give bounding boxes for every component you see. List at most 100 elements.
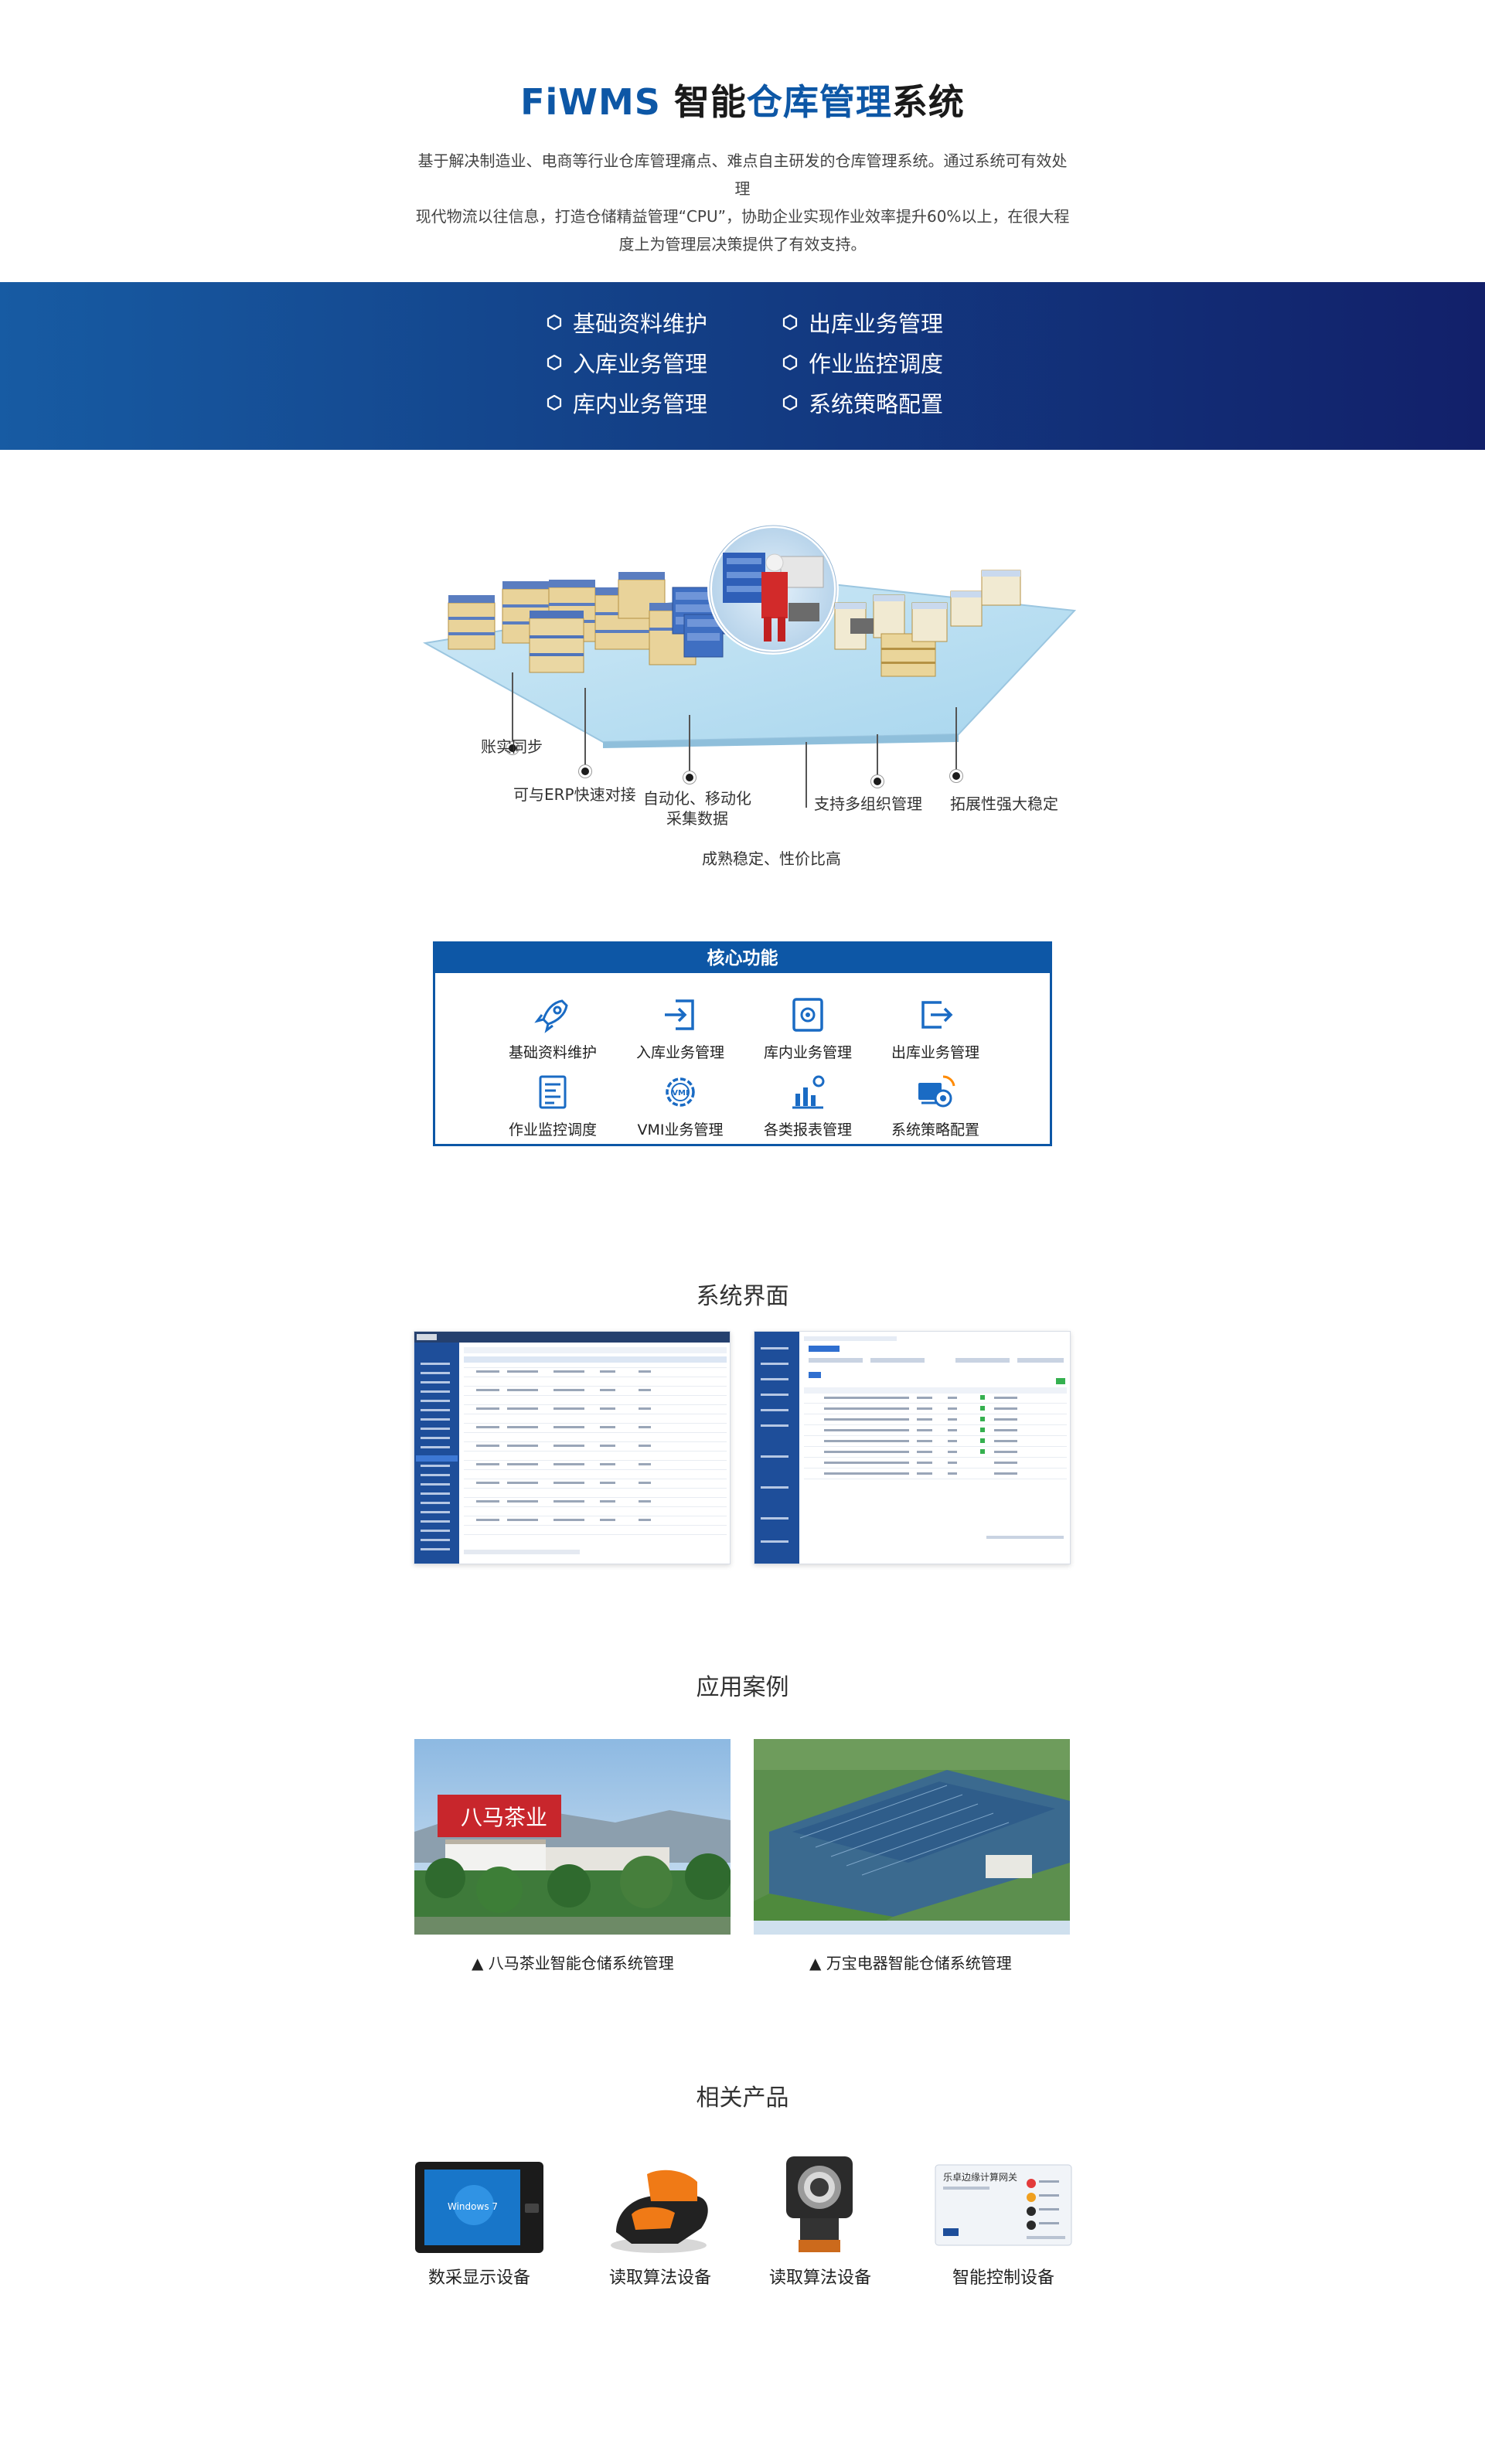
core-item-label: 出库业务管理 xyxy=(891,1044,979,1061)
callout-label: 成熟稳定、性价比高 xyxy=(702,849,841,868)
product-label: 数采显示设备 xyxy=(427,2268,530,2288)
band-column-right: 出库业务管理 作业监控调度 系统策略配置 xyxy=(782,307,943,418)
callout-dot xyxy=(506,742,519,754)
hexagon-icon xyxy=(547,395,562,410)
callout-label: 支持多组织管理 xyxy=(814,795,922,813)
band-item: 作业监控调度 xyxy=(782,347,943,378)
band-item: 出库业务管理 xyxy=(782,307,943,338)
core-item-label: VMI业务管理 xyxy=(637,1121,724,1138)
core-functions-box: 核心功能 基础资料维护 入库业务管理 库内业务管理 出库业务管理 xyxy=(433,941,1052,1146)
callout-dot xyxy=(683,771,696,784)
outbound-icon xyxy=(921,1001,953,1029)
scanner-device-drawing xyxy=(611,2170,708,2253)
case-caption-wanbao: ▲ 万宝电器智能仓储系统管理 xyxy=(809,1954,1012,1972)
windows-logo-text: Windows 7 xyxy=(448,2201,498,2212)
product-label: 读取算法设备 xyxy=(768,2268,871,2288)
title-highlight: 仓库管理 xyxy=(746,81,892,123)
core-item-label: 作业监控调度 xyxy=(508,1121,597,1138)
hexagon-icon xyxy=(782,355,798,370)
core-item-vmi[interactable]: VMI VMI业务管理 xyxy=(615,1070,746,1139)
callout-line xyxy=(806,742,807,808)
case-photo-bama: 八马茶业 xyxy=(414,1739,731,1935)
vmi-gear-icon: VMI xyxy=(666,1077,695,1107)
product-label: 智能控制设备 xyxy=(952,2268,1054,2288)
hexagon-icon xyxy=(547,355,562,370)
rack-group xyxy=(834,570,1021,677)
inbound-icon xyxy=(665,999,694,1030)
band-item: 入库业务管理 xyxy=(547,347,707,378)
ui-screenshot-list xyxy=(414,1331,731,1564)
display-device-drawing: Windows 7 xyxy=(415,2162,543,2253)
operator-zoom-circle xyxy=(707,523,839,655)
section-title-ui: 系统界面 xyxy=(696,1283,789,1310)
warehouse-icon xyxy=(792,998,823,1032)
callout-dot xyxy=(950,770,962,782)
band-item-label: 基础资料维护 xyxy=(573,311,708,337)
product-image-camera xyxy=(777,2149,862,2257)
controller-device-drawing: 乐卓边缘计算网关 xyxy=(935,2164,1072,2246)
band-item-label: 系统策略配置 xyxy=(809,391,944,417)
camera-device-drawing xyxy=(786,2156,853,2252)
hexagon-icon xyxy=(782,315,798,330)
core-item-strategy[interactable]: 系统策略配置 xyxy=(870,1070,1001,1139)
core-item-label: 系统策略配置 xyxy=(891,1121,979,1138)
band-item-label: 库内业务管理 xyxy=(573,391,708,417)
feature-band: 基础资料维护 入库业务管理 库内业务管理 出库业务管理 作业监控调度 系统策略配… xyxy=(0,282,1485,450)
case-caption-bama: ▲ 八马茶业智能仓储系统管理 xyxy=(472,1954,674,1972)
band-item: 基础资料维护 xyxy=(547,307,707,338)
callout-line-a: 自动化、移动化 xyxy=(643,789,751,808)
core-item-inbound[interactable]: 入库业务管理 xyxy=(615,993,746,1062)
callout-line xyxy=(955,707,957,773)
strategy-config-icon xyxy=(918,1075,955,1108)
case-photo-drawing: 八马茶业 xyxy=(414,1739,731,1935)
rocket-icon xyxy=(534,999,568,1033)
callout-label: 可与ERP快速对接 xyxy=(513,785,636,804)
core-item-label: 库内业务管理 xyxy=(763,1044,852,1061)
band-item: 库内业务管理 xyxy=(547,387,707,418)
title-part-a: 智能 xyxy=(660,81,747,123)
core-item-in-warehouse[interactable]: 库内业务管理 xyxy=(742,993,874,1062)
callout-line xyxy=(512,672,513,746)
core-item-label: 各类报表管理 xyxy=(763,1121,852,1138)
callout-line xyxy=(877,734,878,781)
intro-paragraph: 基于解决制造业、电商等行业仓库管理痛点、难点自主研发的仓库管理系统。通过系统可有… xyxy=(414,147,1071,258)
monitor-icon xyxy=(539,1075,567,1109)
controller-title-text: 乐卓边缘计算网关 xyxy=(943,2171,1017,2183)
band-item-label: 作业监控调度 xyxy=(809,351,944,377)
hexagon-icon xyxy=(782,395,798,410)
core-functions-title: 核心功能 xyxy=(435,944,1050,973)
ui-screenshot-drawing xyxy=(414,1332,730,1564)
ui-screenshot-drawing xyxy=(754,1332,1067,1564)
ui-screenshot-detail xyxy=(754,1331,1071,1564)
band-item-label: 入库业务管理 xyxy=(573,351,708,377)
callout-dot xyxy=(579,765,591,778)
callout-line xyxy=(584,688,586,769)
callout-line-b: 采集数据 xyxy=(666,809,728,828)
case-photo-drawing xyxy=(754,1739,1070,1935)
core-item-reports[interactable]: 各类报表管理 xyxy=(742,1070,874,1139)
callout-label: 账实同步 xyxy=(481,737,543,756)
section-title-products: 相关产品 xyxy=(696,2085,789,2112)
report-chart-icon xyxy=(792,1075,825,1109)
billboard-sign: 八马茶业 xyxy=(461,1805,547,1830)
svg-text:VMI: VMI xyxy=(672,1089,688,1098)
band-item-label: 出库业务管理 xyxy=(809,311,944,337)
section-title-cases: 应用案例 xyxy=(696,1674,789,1701)
warehouse-illustration xyxy=(423,523,1077,748)
product-image-display: Windows 7 xyxy=(414,2159,545,2255)
callout-line xyxy=(689,715,690,773)
core-item-monitor[interactable]: 作业监控调度 xyxy=(487,1070,618,1139)
product-image-controller: 乐卓边缘计算网关 xyxy=(934,2162,1073,2247)
brand-name: FiWMS xyxy=(520,81,661,123)
product-label: 读取算法设备 xyxy=(608,2268,711,2288)
intro-line: 基于解决制造业、电商等行业仓库管理痛点、难点自主研发的仓库管理系统。通过系统可有… xyxy=(417,151,1068,198)
product-image-scanner xyxy=(601,2159,717,2255)
callout-label: 拓展性强大稳定 xyxy=(950,795,1058,813)
intro-line: 度上为管理层决策提供了有效支持。 xyxy=(618,235,867,254)
case-photo-wanbao xyxy=(754,1739,1070,1935)
page-title: FiWMS 智能仓库管理系统 xyxy=(0,74,1485,125)
intro-line: 现代物流以往信息，打造仓储精益管理“CPU”，协助企业实现作业效率提升60%以上… xyxy=(415,207,1070,226)
rack-group xyxy=(448,572,727,673)
core-item-outbound[interactable]: 出库业务管理 xyxy=(870,993,1001,1062)
core-item-basic-data[interactable]: 基础资料维护 xyxy=(487,993,618,1062)
